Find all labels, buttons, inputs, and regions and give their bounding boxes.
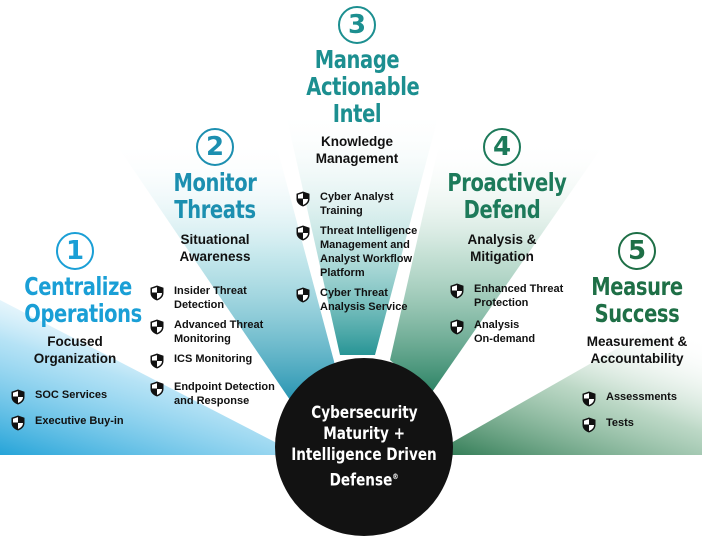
shield-icon [450,283,464,299]
pillar-2-item-label: ICS Monitoring [174,353,253,365]
center-label-line1: Cybersecurity [310,402,418,423]
pillar-5-subtitle-line1: Measurement & [586,334,688,349]
shield-icon [150,353,164,369]
pillar-1-number-badge: 1 [56,232,94,270]
pillar-3-item-label: Management and [320,239,410,251]
pillar-4-item-label: On-demand [474,333,536,345]
pillar-3: 3 Manage Actionable Intel Knowledge Mana… [292,6,422,167]
pillar-2-item-label: and Response [174,395,250,407]
pillar-1-item: Executive Buy-in [11,414,151,431]
shield-icon [150,381,164,397]
pillar-3-item-label: Analyst Workflow [320,253,413,265]
pillar-5-title-line2: Success [594,299,680,328]
center-hub: Cybersecurity Maturity + Intelligence Dr… [275,358,453,536]
shield-icon [150,319,164,335]
pillar-2-item-label: Endpoint Detection [174,381,275,393]
pillar-4-item-label: Analysis [474,319,520,331]
pillar-3-number-badge: 3 [338,6,376,44]
shield-icon [582,391,596,407]
pillar-1-title-line1: Centralize [24,272,132,301]
pillar-5-subtitle-line2: Accountability [590,351,684,366]
pillar-5-title-line1: Measure [591,272,683,301]
pillar-1-item: SOC Services [11,388,151,405]
center-label-line3: Intelligence Driven [291,444,437,465]
pillar-1-title-line2: Operations [24,299,142,328]
pillar-3-title-line3: Intel [332,99,382,128]
pillar-3-item-label: Cyber Analyst [320,191,394,203]
pillar-5-item: Assessments [582,390,697,407]
shield-icon [11,415,25,431]
pillar-2-item-label: Monitoring [174,333,231,345]
pillar-3-item-label: Analysis Service [320,301,408,313]
pillar-4-title-line1: Proactively [447,168,567,197]
shield-icon [296,225,310,241]
ray-pillar-4 [390,140,600,395]
pillar-3-title-line2: Actionable [306,72,420,101]
center-label-line2: Maturity + [323,423,405,444]
center-label-defense: Defense [329,470,393,491]
registered-mark: ® [392,471,399,481]
pillar-5-item-list: Assessments Tests [582,390,697,433]
pillar-4-item-label: Enhanced Threat [474,283,564,295]
pillar-2-title-line2: Threats [174,195,256,224]
pillar-5-item: Tests [582,416,697,433]
pillar-1-item-label: SOC Services [35,389,108,401]
ray-pillar-3 [285,110,440,355]
pillar-1: 1 Centralize Operations Focused Organiza… [10,232,142,367]
pillar-2-title-line1: Monitor [173,168,257,197]
pillar-5-item-label: Tests [606,417,634,429]
pillar-2-item-label: Advanced Threat [174,319,264,331]
pillar-4-title-line2: Defend [463,195,541,224]
pillar-5-item-label: Assessments [606,391,677,403]
pillar-2-number-badge: 2 [196,128,234,166]
pillar-2: 2 Monitor Threats Situational Awareness [150,128,280,265]
shield-icon [296,191,310,207]
pillar-4-subtitle-line2: Mitigation [470,249,534,264]
pillar-4: 4 Proactively Defend Analysis & Mitigati… [432,128,572,265]
pillar-3-subtitle-line2: Management [315,151,399,166]
ray-pillar-2 [120,140,335,400]
shield-icon [450,319,464,335]
pillar-5: 5 Measure Success Measurement & Accounta… [572,232,702,367]
center-label-line4: Defense® [329,466,398,492]
shield-icon [296,287,310,303]
pillar-2-item-label: Detection [174,299,225,311]
pillar-2-subtitle-line2: Awareness [179,249,251,264]
pillar-3-item-label: Threat Intelligence [320,225,418,237]
pillar-4-number-badge: 4 [483,128,521,166]
pillar-1-item-label: Executive Buy-in [35,415,124,427]
pillar-3-item-label: Training [320,205,363,217]
pillar-2-item: Endpoint Detection and Response [150,380,300,408]
pillar-1-subtitle-line1: Focused [47,334,103,349]
pillar-3-item-label: Platform [320,267,365,279]
pillar-2-item-label: Insider Threat [174,285,247,297]
pillar-1-item-list: SOC Services Executive Buy-in [11,388,151,431]
ray-pillar-1 [0,300,300,455]
pillar-4-subtitle-line1: Analysis & [467,232,537,247]
pillar-2-item: ICS Monitoring [150,352,300,369]
ray-pillar-5 [430,300,702,455]
pillar-5-number-badge: 5 [618,232,656,270]
shield-icon [11,389,25,405]
pillar-1-subtitle-line2: Organization [33,351,117,366]
pillar-2-subtitle-line1: Situational [180,232,250,247]
shield-icon [582,417,596,433]
pillar-3-title-line1: Manage [314,45,400,74]
pillar-3-subtitle-line1: Knowledge [320,134,393,149]
pillar-4-item-label: Protection [474,297,529,309]
shield-icon [150,285,164,301]
pillar-3-item-label: Cyber Threat [320,287,388,299]
